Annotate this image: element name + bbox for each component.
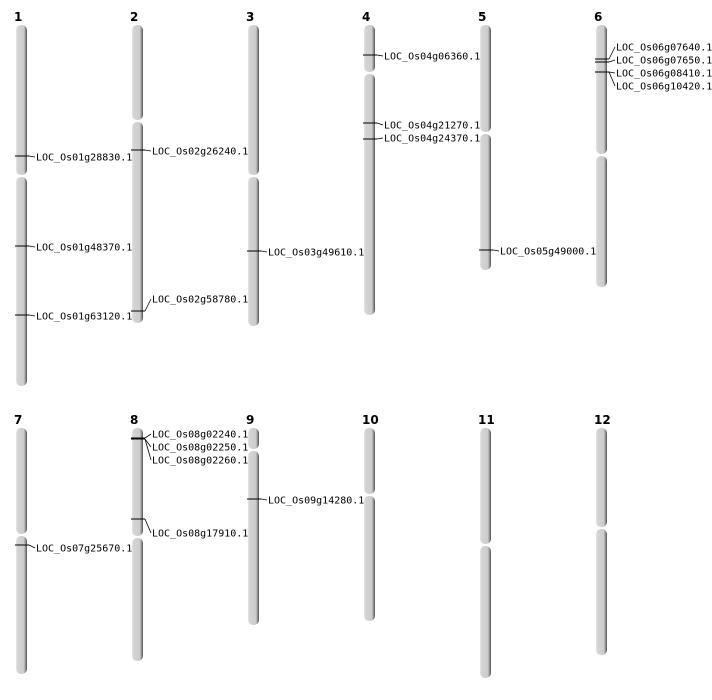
gene-connector — [608, 71, 616, 74]
gene-label: LOC_Os01g28830.1 — [36, 153, 132, 164]
gene-label: LOC_Os08g02260.1 — [152, 456, 248, 467]
gene-connector — [376, 54, 384, 57]
gene-connector — [28, 155, 36, 158]
chromosome-number: 7 — [14, 413, 22, 427]
chromosome-short-arm — [596, 428, 607, 527]
gene-label: LOC_Os08g17910.1 — [152, 529, 248, 540]
gene-label: LOC_Os07g25670.1 — [36, 544, 132, 555]
gene-connector — [144, 298, 152, 312]
gene-label: LOC_Os06g07650.1 — [616, 56, 712, 67]
chromosome-number: 5 — [478, 10, 486, 24]
chromosome-number: 4 — [362, 10, 370, 24]
gene-label: LOC_Os09g14280.1 — [268, 496, 364, 507]
gene-connector — [376, 137, 384, 140]
gene-label: LOC_Os08g02250.1 — [152, 443, 248, 454]
chromosome-short-arm — [480, 25, 491, 132]
gene-label: LOC_Os01g48370.1 — [36, 243, 132, 254]
chromosome-short-arm — [16, 25, 27, 175]
gene-label: LOC_Os01g63120.1 — [36, 312, 132, 323]
gene-label: LOC_Os06g07640.1 — [616, 43, 712, 54]
chromosome-number: 12 — [594, 413, 611, 427]
gene-connector — [608, 46, 616, 60]
gene-connector — [28, 314, 36, 317]
gene-connector — [260, 250, 268, 253]
gene-label: LOC_Os04g06360.1 — [384, 52, 480, 63]
gene-connector — [28, 245, 36, 248]
gene-label: LOC_Os04g24370.1 — [384, 134, 480, 145]
chromosome-short-arm — [596, 25, 607, 154]
gene-label: LOC_Os02g58780.1 — [152, 295, 248, 306]
chromosome-number: 1 — [14, 10, 22, 24]
chromosome-long-arm — [480, 546, 491, 678]
gene-label: LOC_Os06g08410.1 — [616, 69, 712, 80]
chromosome-long-arm — [132, 122, 143, 323]
chromosome-number: 9 — [246, 413, 254, 427]
chromosome-number: 3 — [246, 10, 254, 24]
chromosome-number: 6 — [594, 10, 602, 24]
gene-connector — [144, 438, 152, 461]
gene-connector — [28, 544, 36, 549]
gene-label: LOC_Os04g21270.1 — [384, 121, 480, 132]
chromosome-short-arm — [480, 428, 491, 544]
chromosome-long-arm — [16, 536, 27, 674]
chromosome-number: 10 — [362, 413, 379, 427]
chromosome-number: 2 — [130, 10, 138, 24]
chromosome-short-arm — [248, 428, 259, 449]
gene-label: LOC_Os05g49000.1 — [500, 247, 596, 258]
gene-label: LOC_Os06g10420.1 — [616, 82, 712, 93]
chromosome-long-arm — [596, 156, 607, 287]
chromosome-long-arm — [132, 538, 143, 661]
gene-connector — [144, 438, 152, 448]
chromosome-number: 8 — [130, 413, 138, 427]
gene-label: LOC_Os08g02240.1 — [152, 430, 248, 441]
gene-label: LOC_Os03g49610.1 — [268, 248, 364, 259]
chromosome-short-arm — [16, 428, 27, 534]
gene-connector — [376, 122, 384, 126]
gene-connector — [260, 498, 268, 501]
chromosome-long-arm — [364, 74, 375, 315]
chromosome-long-arm — [16, 177, 27, 386]
gene-connector — [608, 71, 616, 87]
chromosome-short-arm — [132, 25, 143, 120]
chromosome-long-arm — [596, 529, 607, 655]
chromosome-long-arm — [248, 451, 259, 625]
chromosome-number: 11 — [478, 413, 495, 427]
chromosome-short-arm — [132, 428, 143, 536]
chromosome-long-arm — [364, 496, 375, 621]
chromosome-short-arm — [364, 25, 375, 72]
gene-label: LOC_Os02g26240.1 — [152, 147, 248, 158]
chromosome-long-arm — [480, 134, 491, 270]
gene-connector — [608, 59, 616, 63]
gene-connector — [144, 149, 152, 152]
chromosome-short-arm — [364, 428, 375, 494]
gene-connector — [492, 249, 500, 252]
gene-connector — [144, 518, 152, 534]
gene-connector — [144, 433, 152, 439]
chromosome-short-arm — [248, 25, 259, 175]
